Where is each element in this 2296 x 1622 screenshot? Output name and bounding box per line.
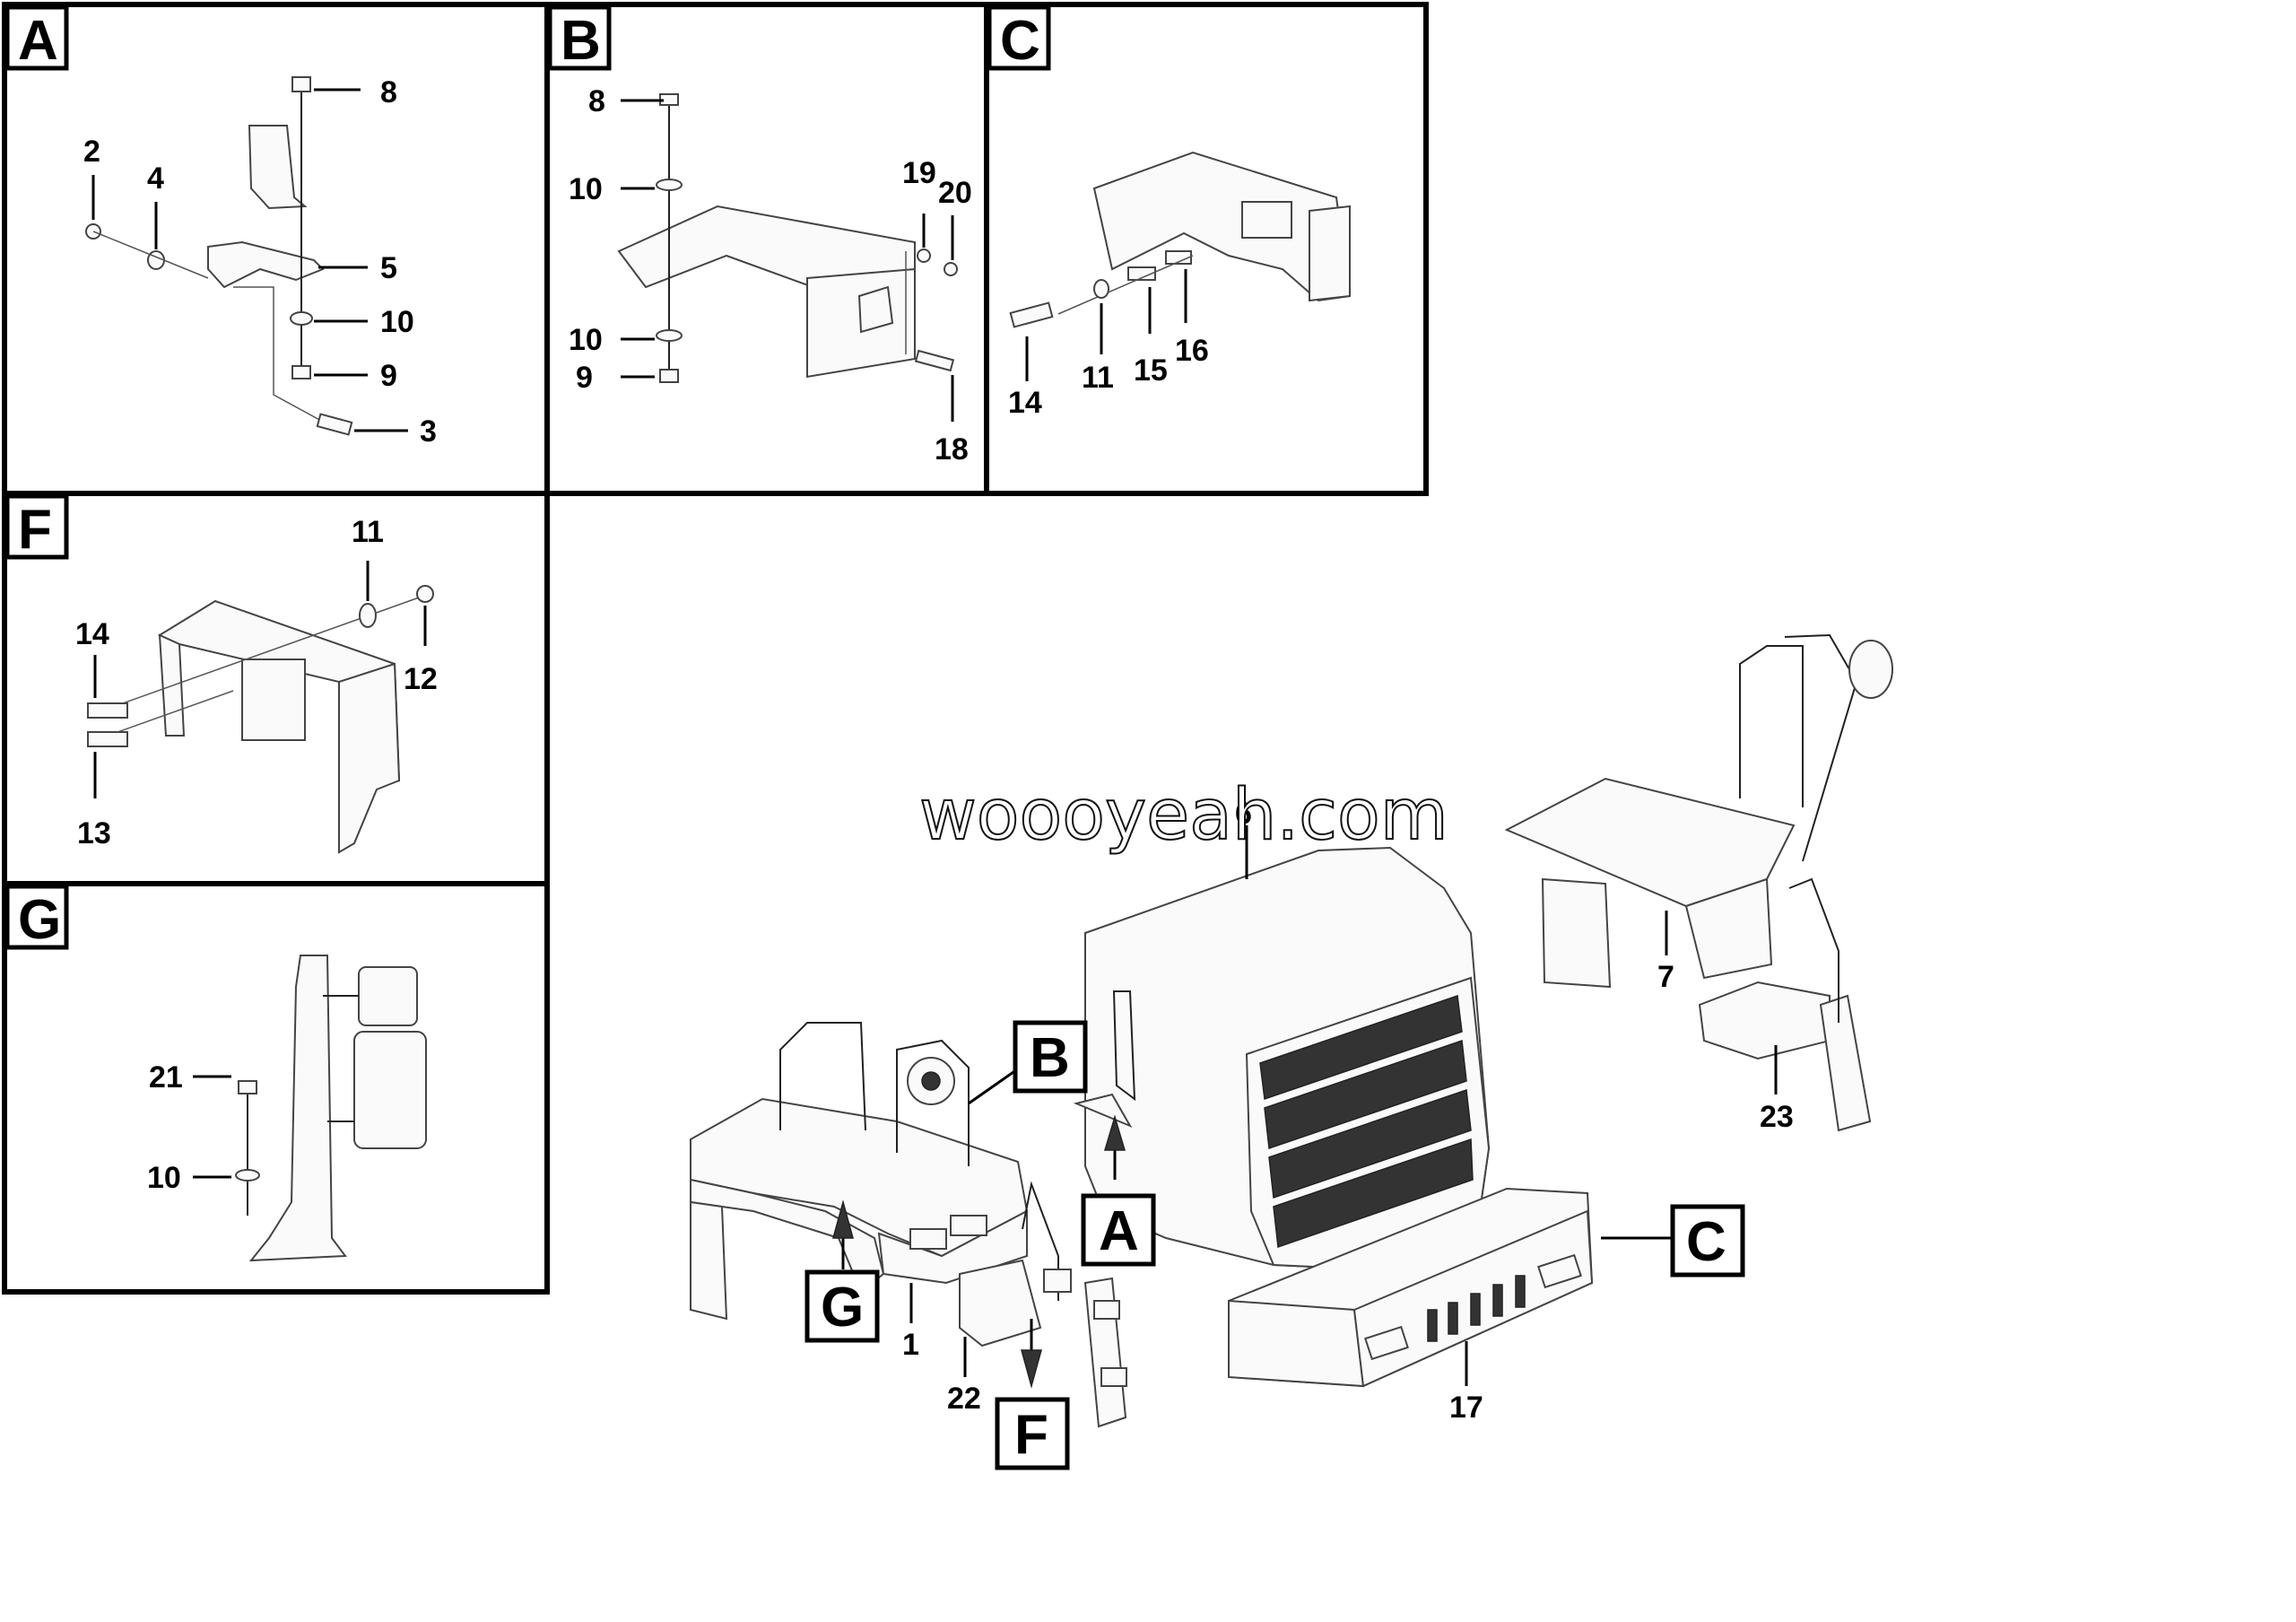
callout-a-9: 9	[380, 359, 397, 393]
callout-c-15: 15	[1134, 353, 1168, 388]
callout-f-14: 14	[75, 617, 109, 651]
callout-b-19: 19	[902, 156, 936, 190]
callout-f-13: 13	[77, 816, 111, 850]
callout-a-5: 5	[380, 251, 397, 285]
callout-f-12: 12	[404, 662, 438, 696]
hood-part	[1073, 846, 1491, 1276]
right-platform-part	[1504, 633, 1893, 1132]
panel-c-tag: C	[1000, 10, 1040, 72]
callout-c-14: 14	[1008, 386, 1042, 420]
callout-c-16: 16	[1175, 334, 1209, 368]
callout-main-22: 22	[947, 1382, 981, 1416]
panel-a-tag: A	[18, 10, 58, 72]
callout-main-1: 1	[902, 1328, 919, 1362]
panel-b-tag: B	[561, 10, 601, 72]
panel-a: A 8 2 4 5 10 9 3	[2, 2, 550, 496]
main-tag-c: C	[1686, 1211, 1726, 1273]
callout-b-10b: 10	[569, 323, 603, 357]
panel-f: F 11 14 12 13	[2, 491, 550, 886]
bumper-part	[1228, 1187, 1594, 1388]
callout-main-23: 23	[1760, 1100, 1794, 1134]
callout-b-18: 18	[935, 432, 969, 467]
callout-g-10: 10	[147, 1161, 181, 1195]
callout-b-10: 10	[569, 172, 603, 206]
panel-f-tag: F	[18, 499, 52, 561]
panel-c: C 14 11 15 16	[984, 2, 1429, 496]
callout-a-3: 3	[420, 414, 437, 449]
main-tag-g: G	[821, 1277, 864, 1339]
main-tag-f: F	[1014, 1404, 1048, 1466]
main-assembly: B A C G F 6 7 23 1 22 17	[690, 633, 1893, 1470]
callout-main-6: 6	[1235, 797, 1252, 831]
callout-a-8: 8	[380, 75, 397, 109]
callout-f-11: 11	[352, 515, 384, 549]
watermark-text: woooyeah.com	[919, 775, 1448, 856]
callout-c-11: 11	[1082, 361, 1114, 395]
callout-a-4: 4	[147, 161, 164, 196]
callout-main-17: 17	[1449, 1391, 1483, 1425]
panel-g-tag: G	[18, 889, 61, 951]
callout-b-9: 9	[576, 361, 593, 395]
callout-b-8: 8	[588, 84, 605, 118]
main-tag-b: B	[1030, 1027, 1070, 1089]
callout-a-10: 10	[380, 305, 414, 339]
callout-main-7: 7	[1657, 960, 1674, 994]
panel-b: B 8 10 19 20 10 9 18	[544, 2, 989, 496]
callout-a-2: 2	[83, 135, 100, 169]
main-tag-a: A	[1099, 1200, 1139, 1262]
left-platform-part	[690, 1022, 1127, 1428]
callout-g-21: 21	[149, 1060, 183, 1094]
panel-g: G 21 10	[2, 881, 550, 1295]
callout-b-20: 20	[938, 176, 972, 210]
